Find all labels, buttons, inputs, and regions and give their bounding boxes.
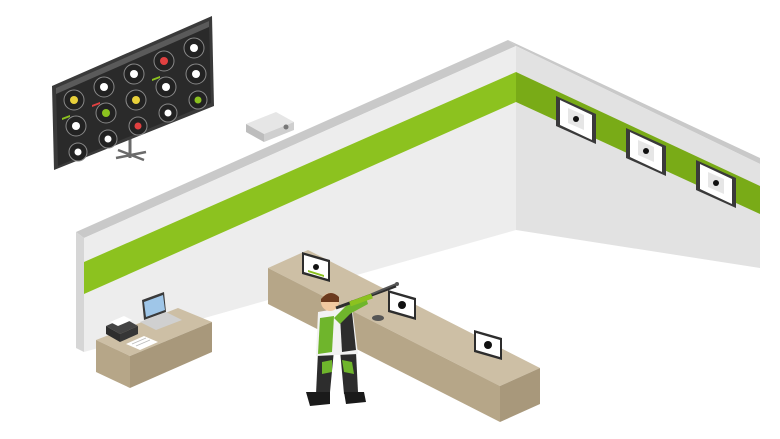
desk-side: [130, 322, 212, 388]
rifle-icon: [335, 282, 399, 310]
laptop-icon: [140, 292, 182, 330]
back-wall-left: [76, 40, 516, 352]
back-wall-left-stripe: [84, 72, 516, 294]
counter-monitor: [474, 330, 502, 360]
wall-target: [696, 160, 736, 208]
back-wall-right-top: [508, 40, 760, 164]
desk-front: [96, 340, 130, 388]
officials-desk: [96, 292, 212, 388]
counter-top: [268, 250, 540, 386]
scoreboard-targets: [63, 37, 208, 162]
counter-item: [372, 315, 384, 321]
back-wall-left-top: [76, 40, 516, 238]
projector-icon: [246, 112, 294, 142]
wall-target: [556, 96, 596, 144]
back-wall-left-endcap: [76, 232, 84, 352]
scoreboard-screen-icon: [52, 16, 214, 170]
shooter-athlete-icon: [306, 292, 368, 406]
desk-top: [96, 308, 212, 356]
counter-side: [500, 368, 540, 422]
wall-target: [626, 128, 666, 176]
counter-monitor: [302, 252, 330, 282]
printer-icon: [106, 316, 138, 342]
counter-monitor: [388, 290, 416, 320]
